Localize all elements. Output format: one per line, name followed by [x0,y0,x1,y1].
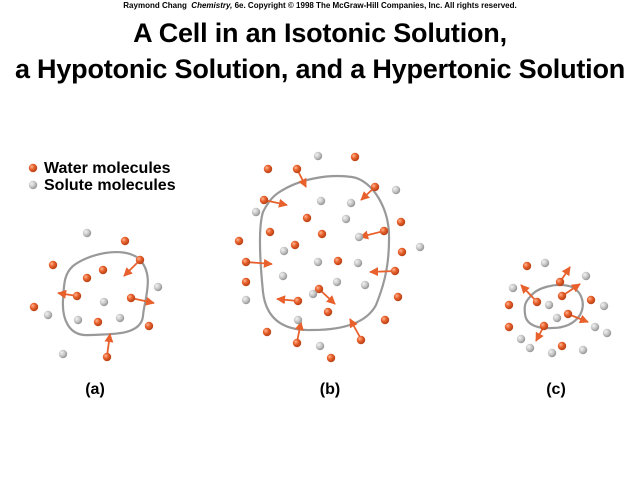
title-line-1: A Cell in an Isotonic Solution, [133,18,507,48]
panel-c-hypertonic: (c) [504,258,612,398]
arrows-a [57,259,155,357]
legend-solute-dot [28,180,38,190]
legend-water-label: Water molecules [44,160,171,177]
water-molecules-b [234,152,407,363]
legend-water-dot [28,163,38,173]
credit-author: Raymond Chang [123,1,187,10]
panel-label-b: (b) [320,381,340,398]
arrows-c [520,266,589,342]
panel-a-isotonic: (a) [29,228,163,398]
solute-molecules-c [508,258,612,358]
cell-membrane-c [523,283,584,330]
panel-label-a: (a) [85,381,105,398]
panel-label-c: (c) [546,381,566,398]
water-molecules-c [504,261,596,351]
credit-rest: 6e. Copyright © 1998 The McGraw-Hill Com… [232,1,517,10]
arrows-b [245,168,396,343]
title-line-2: a Hypotonic Solution, and a Hypertonic S… [14,54,626,84]
cell-membrane-a [61,250,149,337]
solute-molecules-a [43,228,163,359]
credit-book: Chemistry, [191,1,233,10]
water-molecules-a [29,236,154,362]
legend-solute-label: Solute molecules [44,177,176,194]
solute-molecules-b [241,151,425,351]
copyright-credit: Raymond Chang Chemistry, 6e. Copyright ©… [0,1,640,10]
legend: Water molecules Solute molecules [28,160,176,194]
panel-b-hypotonic: (b) [234,151,425,398]
